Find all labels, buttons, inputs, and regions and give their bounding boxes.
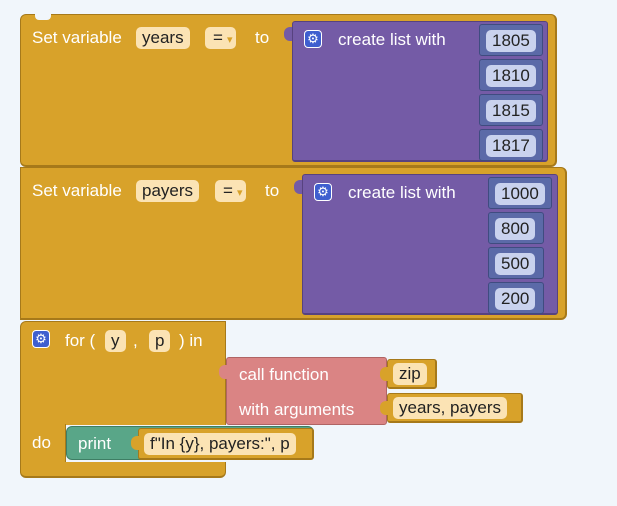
call-function-label: call function	[239, 365, 329, 384]
input-connector	[219, 365, 227, 379]
print-argument-field[interactable]: f"In {y}, payers:", p	[144, 433, 296, 455]
arguments-block[interactable]: years, payers	[380, 393, 523, 423]
input-connector	[131, 436, 139, 450]
create-list-label: create list with	[338, 30, 446, 49]
number-block[interactable]: 500	[488, 247, 544, 279]
number-value[interactable]: 1000	[495, 183, 545, 205]
number-value[interactable]: 1817	[486, 135, 536, 157]
block-notch	[35, 14, 51, 20]
for-label: for (	[65, 331, 96, 350]
operator-value: =	[223, 181, 233, 200]
number-value[interactable]: 1810	[486, 65, 536, 87]
dropdown-arrow-icon: ▾	[226, 34, 233, 46]
gear-icon[interactable]: ⚙	[304, 30, 322, 48]
input-connector	[380, 401, 388, 415]
number-block[interactable]: 1815	[479, 94, 543, 126]
variable-name-field[interactable]: years	[136, 27, 190, 49]
set-variable-years-block[interactable]: Set variable years =▾ to ⚙ create list w…	[20, 14, 557, 167]
number-block[interactable]: 800	[488, 212, 544, 244]
dropdown-arrow-icon: ▾	[236, 187, 243, 199]
set-variable-label: Set variable	[32, 28, 122, 47]
in-label: ) in	[179, 331, 203, 350]
loop-variable-field[interactable]: y	[105, 330, 126, 352]
number-block[interactable]: 1000	[488, 177, 552, 209]
number-block[interactable]: 1810	[479, 59, 543, 91]
to-label: to	[255, 28, 270, 47]
loop-footer	[20, 462, 226, 478]
function-name-field[interactable]: zip	[393, 363, 427, 385]
number-value[interactable]: 1815	[486, 100, 536, 122]
gear-icon[interactable]: ⚙	[32, 330, 50, 348]
arguments-field[interactable]: years, payers	[393, 397, 508, 419]
to-label: to	[265, 181, 280, 200]
operator-dropdown[interactable]: =▾	[215, 180, 247, 202]
do-label: do	[32, 433, 51, 452]
create-list-label: create list with	[348, 183, 456, 202]
number-value[interactable]: 800	[495, 218, 536, 240]
set-variable-label: Set variable	[32, 181, 122, 200]
with-arguments-label: with arguments	[239, 400, 355, 419]
loop-variable-field[interactable]: p	[149, 330, 171, 352]
function-name-block[interactable]: zip	[380, 359, 437, 389]
print-label: print	[78, 434, 112, 453]
input-connector	[284, 27, 292, 41]
operator-dropdown[interactable]: =▾	[205, 27, 237, 49]
number-block[interactable]: 1817	[479, 129, 543, 161]
call-function-block[interactable]: call function with arguments	[219, 357, 387, 425]
print-argument-block[interactable]: f"In {y}, payers:", p	[131, 428, 314, 460]
operator-value: =	[213, 28, 223, 47]
variable-name-field[interactable]: payers	[136, 180, 200, 202]
number-block[interactable]: 1805	[479, 24, 543, 56]
number-value[interactable]: 1805	[486, 30, 536, 52]
gear-icon[interactable]: ⚙	[314, 183, 332, 201]
loop-body-spine: do	[20, 424, 66, 464]
number-value[interactable]: 500	[495, 253, 536, 275]
comma-label: ,	[133, 331, 138, 350]
set-variable-payers-block[interactable]: Set variable payers =▾ to ⚙ create list …	[20, 167, 567, 320]
input-connector	[294, 180, 302, 194]
input-connector	[380, 367, 388, 381]
number-value[interactable]: 200	[495, 288, 536, 310]
number-block[interactable]: 200	[488, 282, 544, 314]
for-loop-block[interactable]: ⚙ for ( y , p ) in	[20, 321, 226, 425]
